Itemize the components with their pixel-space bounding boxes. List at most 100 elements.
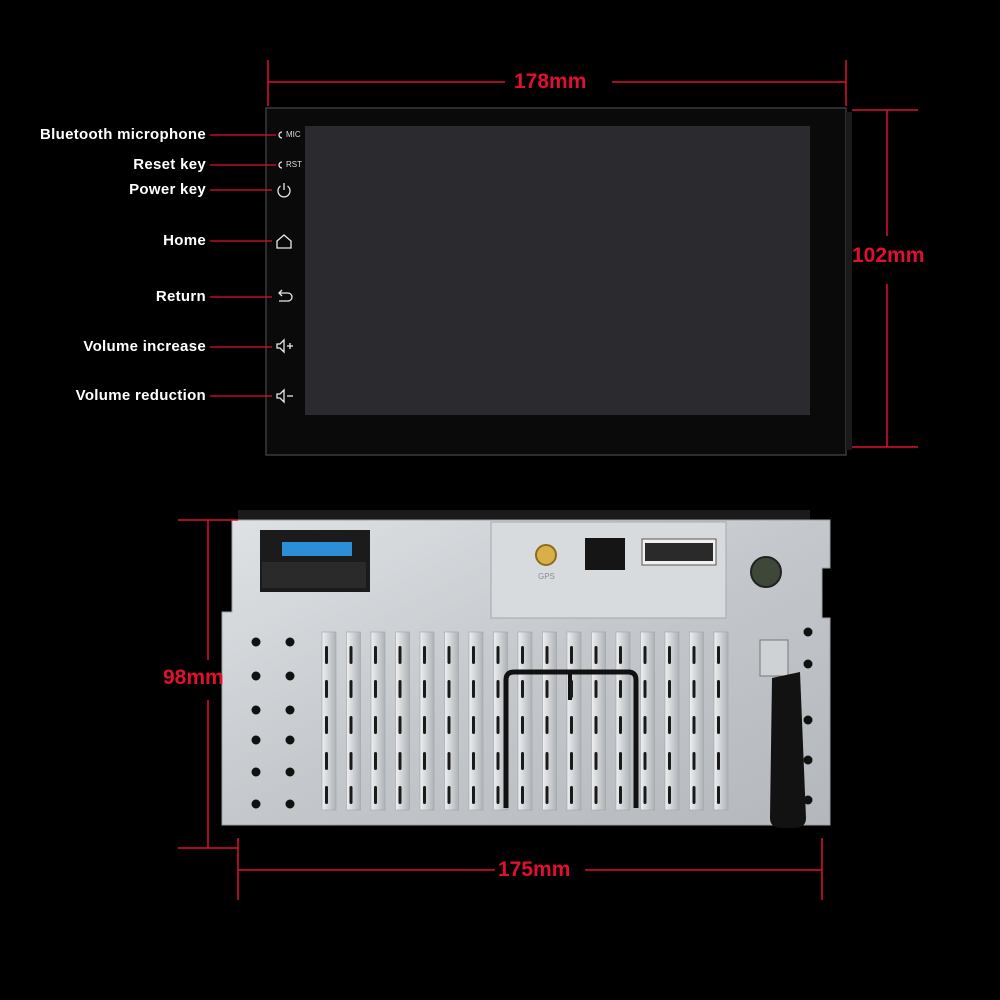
vent-slot — [545, 646, 549, 664]
vent-slot — [325, 680, 328, 698]
heatsink-fin — [591, 631, 606, 811]
heatsink-fin — [664, 631, 680, 811]
vent-slot — [668, 716, 671, 734]
vent-slot — [619, 716, 622, 734]
vent-slot — [423, 646, 426, 664]
vent-slot — [398, 716, 402, 734]
mounting-hole — [803, 715, 813, 725]
vent-slot — [521, 680, 524, 698]
antenna-connector[interactable] — [759, 639, 806, 828]
power-icon[interactable] — [277, 183, 291, 198]
mounting-hole — [285, 799, 295, 809]
mounting-hole — [803, 795, 813, 805]
vent-slot — [643, 646, 647, 664]
volume-down-icon[interactable] — [276, 388, 293, 404]
mic-marking: MIC — [286, 130, 301, 139]
gps-marking: GPS — [538, 572, 555, 581]
vent-slot — [521, 716, 524, 734]
iso-connector[interactable] — [260, 530, 370, 592]
mounting-hole — [285, 705, 295, 715]
vent-slot — [398, 646, 402, 664]
vent-slot — [447, 646, 451, 664]
vent-slot — [496, 752, 500, 770]
vent-slot — [374, 680, 377, 698]
vent-slot — [496, 646, 500, 664]
gps-antenna-port[interactable] — [535, 544, 557, 566]
vent-slot — [594, 680, 598, 698]
vent-slot — [668, 786, 671, 804]
vent-slot — [692, 752, 696, 770]
vent-slot — [692, 716, 696, 734]
vent-slot — [398, 680, 402, 698]
mounting-holes — [251, 627, 813, 809]
vent-slot — [472, 716, 475, 734]
vent-slot — [594, 752, 598, 770]
heatsink-fin — [615, 631, 631, 811]
vent-slot — [349, 646, 353, 664]
radio-antenna-port[interactable] — [750, 556, 782, 588]
vent-slot — [496, 786, 500, 804]
vent-slot — [717, 716, 720, 734]
front-width-dimension — [267, 60, 847, 106]
vent-slot — [668, 680, 671, 698]
heatsink-fin — [468, 631, 484, 811]
power-label: Power key — [129, 181, 206, 198]
rear-height-dimension — [178, 519, 238, 849]
vent-slot — [349, 752, 353, 770]
vent-slot — [325, 716, 328, 734]
front-width-label: 178mm — [514, 70, 587, 93]
sd-card-slot[interactable] — [585, 538, 625, 570]
vent-slot — [570, 680, 573, 698]
vent-slot — [472, 646, 475, 664]
mounting-hole — [251, 799, 261, 809]
vent-slot — [398, 786, 402, 804]
reset-label: Reset key — [133, 156, 206, 173]
vent-slot — [472, 752, 475, 770]
vent-slot — [349, 786, 353, 804]
vent-slot — [619, 646, 622, 664]
return-label: Return — [155, 288, 206, 305]
vent-slot — [374, 786, 377, 804]
vent-slot — [447, 716, 451, 734]
heatsink-fin — [321, 631, 337, 811]
rear-top-lip — [238, 510, 810, 522]
vent-slot — [521, 752, 524, 770]
vent-slot — [374, 716, 377, 734]
vent-slot — [643, 680, 647, 698]
vent-slot — [692, 786, 696, 804]
vent-slot — [570, 716, 573, 734]
vent-slot — [692, 680, 696, 698]
vent-slot — [521, 786, 524, 804]
mounting-hole — [251, 705, 261, 715]
mounting-hole — [285, 735, 295, 745]
vent-slot — [545, 786, 549, 804]
heatsink-fin — [517, 631, 533, 811]
mic-label: Bluetooth microphone — [40, 126, 206, 143]
vent-slot — [717, 646, 720, 664]
return-icon[interactable] — [278, 289, 293, 302]
vent-slot — [423, 680, 426, 698]
vent-slot — [325, 646, 328, 664]
vent-slot — [570, 786, 573, 804]
pin-header-connector[interactable] — [641, 538, 717, 566]
reset-marking: RST — [286, 160, 302, 169]
vent-slot — [423, 786, 426, 804]
vent-slot — [692, 646, 696, 664]
vent-slot — [594, 716, 598, 734]
heatsink-fin — [542, 631, 557, 811]
home-icon[interactable] — [276, 234, 292, 249]
heatsink-fin — [689, 631, 704, 811]
mounting-hole — [251, 735, 261, 745]
vent-slot — [594, 786, 598, 804]
mounting-hole — [803, 627, 813, 637]
volume-up-icon[interactable] — [276, 338, 293, 354]
head-unit-front — [265, 107, 852, 456]
touch-screen — [305, 126, 810, 415]
vent-slot — [325, 786, 328, 804]
mounting-hole — [285, 767, 295, 777]
vent-slot — [521, 646, 524, 664]
vent-slot — [496, 716, 500, 734]
vent-slot — [349, 716, 353, 734]
vent-slot — [349, 680, 353, 698]
vent-slot — [668, 752, 671, 770]
